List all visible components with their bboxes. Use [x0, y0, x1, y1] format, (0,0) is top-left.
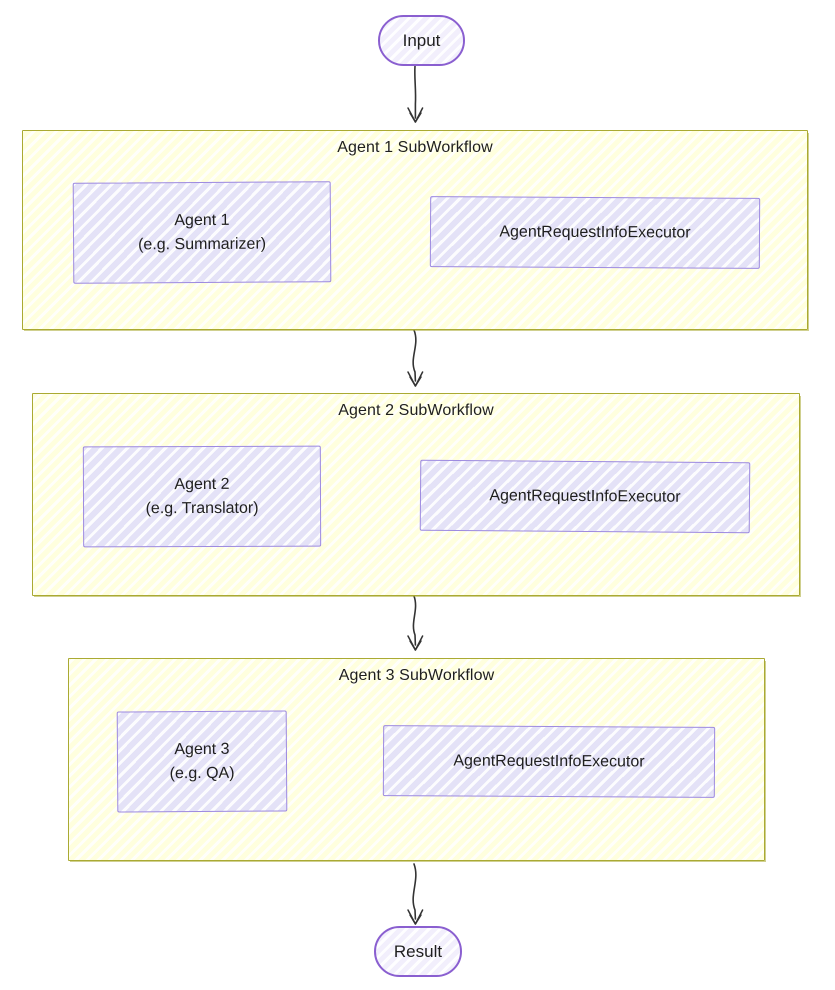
- terminal-node-input[interactable]: Input: [378, 15, 465, 66]
- edge-agent1-to-agent2-subworkflow: [407, 329, 424, 387]
- terminal-result-label: Result: [393, 941, 443, 961]
- node-executor-1-label: AgentRequestInfoExecutor: [499, 223, 691, 242]
- node-agent-3-line-2: (e.g. QA): [169, 764, 235, 782]
- node-agent-1-line-1: Agent 1: [174, 212, 230, 230]
- node-agent-2-line-1: Agent 2: [174, 476, 230, 494]
- subgraph-title-agent-3: Agent 3 SubWorkflow: [338, 667, 495, 684]
- terminal-input-label: Input: [402, 30, 441, 50]
- subgraph-title-agent-2: Agent 2 SubWorkflow: [338, 402, 494, 419]
- edge-agent2-to-agent3-subworkflow: [407, 595, 424, 651]
- edge-agent3-subworkflow-to-result: [407, 863, 424, 925]
- node-executor-3-label: AgentRequestInfoExecutor: [453, 752, 645, 771]
- node-agent-3[interactable]: Agent 3 (e.g. QA): [116, 710, 288, 813]
- subgraph-title-agent-1: Agent 1 SubWorkflow: [337, 139, 493, 156]
- node-agent-request-info-executor-2[interactable]: AgentRequestInfoExecutor: [419, 459, 751, 534]
- node-agent-request-info-executor-3[interactable]: AgentRequestInfoExecutor: [382, 725, 716, 798]
- node-agent-request-info-executor-1[interactable]: AgentRequestInfoExecutor: [429, 196, 761, 269]
- terminal-node-result[interactable]: Result: [374, 926, 462, 977]
- node-agent-2-line-2: (e.g. Translator): [145, 499, 259, 517]
- node-agent-3-line-1: Agent 3: [174, 741, 230, 759]
- edge-input-to-agent1-subworkflow: [407, 65, 424, 123]
- node-agent-1-line-2: (e.g. Summarizer): [138, 235, 267, 253]
- node-agent-1[interactable]: Agent 1 (e.g. Summarizer): [72, 181, 332, 284]
- node-executor-2-label: AgentRequestInfoExecutor: [489, 487, 681, 506]
- node-agent-2[interactable]: Agent 2 (e.g. Translator): [82, 445, 322, 548]
